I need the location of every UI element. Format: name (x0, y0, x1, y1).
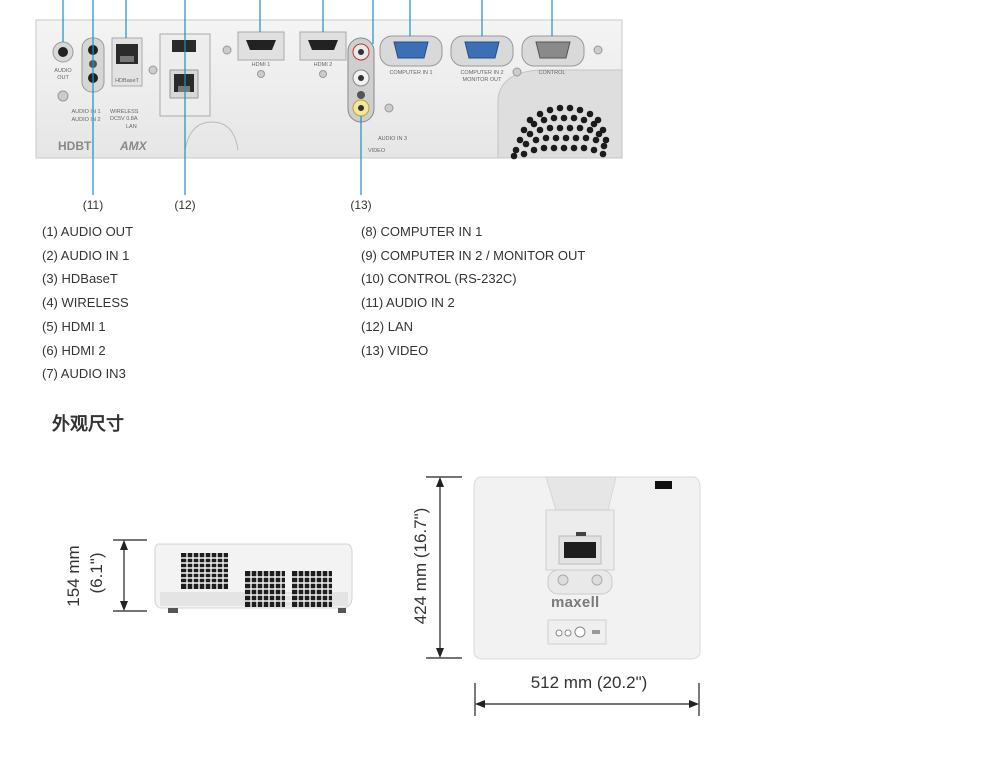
connector-item: (13) VIDEO (361, 342, 429, 358)
svg-text:WIRELESS: WIRELESS (110, 109, 139, 115)
svg-text:AUDIO IN 1: AUDIO IN 1 (71, 109, 100, 115)
svg-text:CONTROL: CONTROL (539, 70, 566, 76)
svg-text:HDBT: HDBT (58, 139, 92, 153)
hdbaset-port: HDBaseT (111, 37, 143, 87)
control-port: CONTROL (521, 35, 585, 76)
connector-item: (10) CONTROL (RS-232C) (361, 271, 517, 287)
callout-11: (11) (82, 198, 104, 212)
connector-item: (5) HDMI 1 (42, 318, 106, 334)
svg-text:AMX: AMX (119, 139, 148, 153)
callout-13: (13) (350, 198, 372, 212)
section-title-dimensions: 外观尺寸 (52, 414, 124, 435)
connector-item: (9) COMPUTER IN 2 / MONITOR OUT (361, 247, 586, 263)
connector-item: (1) AUDIO OUT (42, 224, 134, 239)
connector-item: (12) LAN (361, 318, 414, 334)
svg-text:AUDIO: AUDIO (54, 68, 72, 74)
svg-text:AUDIO IN 3: AUDIO IN 3 (378, 136, 407, 142)
svg-text:COMPUTER IN 1: COMPUTER IN 1 (389, 70, 432, 76)
audio-out-jack: AUDIO OUT (52, 41, 74, 81)
svg-text:VIDEO: VIDEO (368, 148, 386, 154)
svg-text:COMPUTER IN 2: COMPUTER IN 2 (460, 70, 503, 76)
height-dimension-line (113, 539, 147, 612)
svg-text:HDBaseT: HDBaseT (115, 78, 139, 84)
projector-side-view (154, 543, 353, 613)
connector-item: (11) AUDIO IN 2 (361, 295, 455, 311)
svg-text:AUDIO IN 2: AUDIO IN 2 (71, 117, 100, 123)
rear-panel-illustration: AUDIO OUT HDBaseT AUDIO IN 1 AUDIO IN 2 … (35, 0, 623, 195)
height-label-mm: 154 mm (64, 545, 83, 607)
depth-label: 424 mm (16.7") (411, 507, 430, 625)
svg-text:DC5V 0.8A: DC5V 0.8A (110, 116, 138, 122)
speaker-grill (510, 104, 610, 160)
projector-top-view (473, 476, 701, 660)
svg-text:MONITOR OUT: MONITOR OUT (462, 77, 502, 83)
callout-12: (12) (174, 198, 196, 212)
svg-text:HDMI 1: HDMI 1 (252, 62, 271, 68)
depth-dimension-line (426, 476, 462, 659)
hdmi1-port: HDMI 1 (237, 31, 285, 78)
svg-text:OUT: OUT (57, 75, 69, 81)
width-label: 512 mm (20.2") (530, 673, 648, 692)
connector-item: (4) WIRELESS (42, 295, 129, 311)
connector-list-left: (1) AUDIO OUT (2) AUDIO IN 1 (3) HDBaseT… (42, 220, 133, 386)
maxell-logo: maxell (551, 594, 600, 611)
computer-in2-port: COMPUTER IN 2 MONITOR OUT (450, 35, 514, 83)
hdmi2-port: HDMI 2 (299, 31, 347, 78)
connector-item: (3) HDBaseT (42, 271, 118, 287)
connector-item: (7) AUDIO IN3 (42, 366, 126, 382)
connector-item: (2) AUDIO IN 1 (42, 247, 130, 263)
svg-text:LAN: LAN (126, 124, 137, 130)
callout-lines (62, 0, 553, 195)
connector-list-right: (8) COMPUTER IN 1 (9) COMPUTER IN 2 / MO… (361, 220, 585, 362)
connector-item: (6) HDMI 2 (42, 342, 106, 358)
height-label-inch: (6.1") (87, 552, 106, 594)
computer-in1-port: COMPUTER IN 1 (379, 35, 443, 76)
svg-text:HDMI 2: HDMI 2 (314, 62, 333, 68)
connector-item: (8) COMPUTER IN 1 (361, 224, 483, 239)
